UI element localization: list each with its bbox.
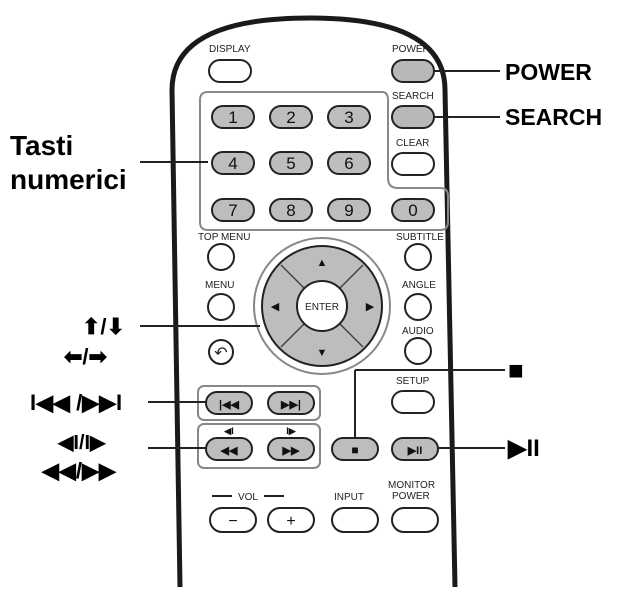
number-key-5-label: 5 [286,154,295,173]
dpad-left-button[interactable]: ◀ [271,301,280,313]
number-key-1[interactable] [211,105,255,129]
clear-button[interactable] [391,152,435,176]
scan-slow-group [197,423,321,469]
power-label: POWER [392,44,430,55]
prev-icon: |◀◀ [219,399,240,411]
return-button[interactable] [208,339,234,365]
display-button[interactable] [208,59,252,83]
numeric-keypad-group [199,91,449,231]
audio-button[interactable] [404,337,432,365]
number-key-9-label: 9 [344,201,353,220]
number-key-3-label: 3 [344,108,353,127]
stop-icon: ■ [351,443,358,457]
input-button[interactable] [331,507,379,533]
number-key-2[interactable] [269,105,313,129]
callout-skip: I◀◀ /▶▶I [30,390,123,415]
dpad-up-button[interactable]: ▲ [317,257,328,269]
number-key-6[interactable] [327,151,371,175]
menu-button[interactable] [207,293,235,321]
callout-search: SEARCH [505,104,603,130]
next-button[interactable] [267,391,315,415]
number-key-8[interactable] [269,198,313,222]
vol-label: VOL [238,492,258,503]
monitor-power-button[interactable] [391,507,439,533]
callout-scan: ◀◀/▶▶ [42,458,116,483]
callout-numeric-line2: numerici [10,164,127,195]
number-key-4-label: 4 [228,154,237,173]
input-label: INPUT [334,492,364,503]
number-key-6-label: 6 [344,154,353,173]
setup-button[interactable] [391,390,435,414]
vol-down-icon: − [228,513,237,530]
subtitle-button[interactable] [404,243,432,271]
slow-back-icon: ◀I [223,426,233,436]
menu-label: MENU [205,280,234,291]
subtitle-label: SUBTITLE [396,232,444,243]
angle-button[interactable] [404,293,432,321]
callout-lines [140,70,505,449]
top-menu-button[interactable] [207,243,235,271]
top-menu-label: TOP MENU [198,232,250,243]
forward-button[interactable] [267,437,315,461]
number-key-9[interactable] [327,198,371,222]
audio-label: AUDIO [402,326,434,337]
number-key-7-label: 7 [228,201,237,220]
next-icon: ▶▶| [280,399,301,411]
left-arrow-icon: ◀ [271,301,280,313]
display-label: DISPLAY [209,44,251,55]
callout-play-pause: ▶II [508,435,540,462]
number-keys: 1 2 3 4 5 6 7 8 9 0 [211,105,435,222]
number-key-3[interactable] [327,105,371,129]
number-key-8-label: 8 [286,201,295,220]
forward-icon: ▶▶ [282,445,300,457]
number-key-5[interactable] [269,151,313,175]
power-button[interactable] [391,59,435,83]
callout-cursor-line1: ⬆/⬇ [82,314,125,339]
vol-up-icon: + [286,513,295,530]
search-button[interactable] [391,105,435,129]
up-arrow-icon: ▲ [317,257,328,269]
setup-label: SETUP [396,376,430,387]
vol-up-button[interactable] [267,507,315,533]
callout-slow: ◀I/I▶ [58,432,106,454]
clear-label: CLEAR [396,138,429,149]
monitor-label-line2: POWER [392,491,430,502]
number-key-4[interactable] [211,151,255,175]
dpad-right-button[interactable]: ▶ [366,301,375,313]
callout-cursor-line2: ⬅/➡ [64,344,107,369]
number-key-0-label: 0 [408,201,417,220]
vol-down-button[interactable] [209,507,257,533]
return-icon: ↶ [214,345,227,362]
number-key-0[interactable] [391,198,435,222]
number-key-2-label: 2 [286,108,295,127]
monitor-label-line1: MONITOR [388,480,435,491]
right-arrow-icon: ▶ [366,301,375,313]
play-pause-icon: ▶II [407,445,423,457]
down-arrow-icon: ▼ [317,347,328,359]
callout-numeric-line1: Tasti [10,130,74,161]
enter-label: ENTER [305,302,339,313]
number-key-1-label: 1 [228,108,237,127]
callout-power: POWER [505,59,592,85]
number-key-7[interactable] [211,198,255,222]
rewind-icon: ◀◀ [220,445,238,457]
enter-button[interactable] [296,280,348,332]
slow-forward-icon: I▶ [286,426,297,436]
angle-label: ANGLE [402,280,436,291]
callout-stop: ■ [508,355,524,385]
search-label: SEARCH [392,91,434,102]
dpad-down-button[interactable]: ▼ [317,347,328,359]
